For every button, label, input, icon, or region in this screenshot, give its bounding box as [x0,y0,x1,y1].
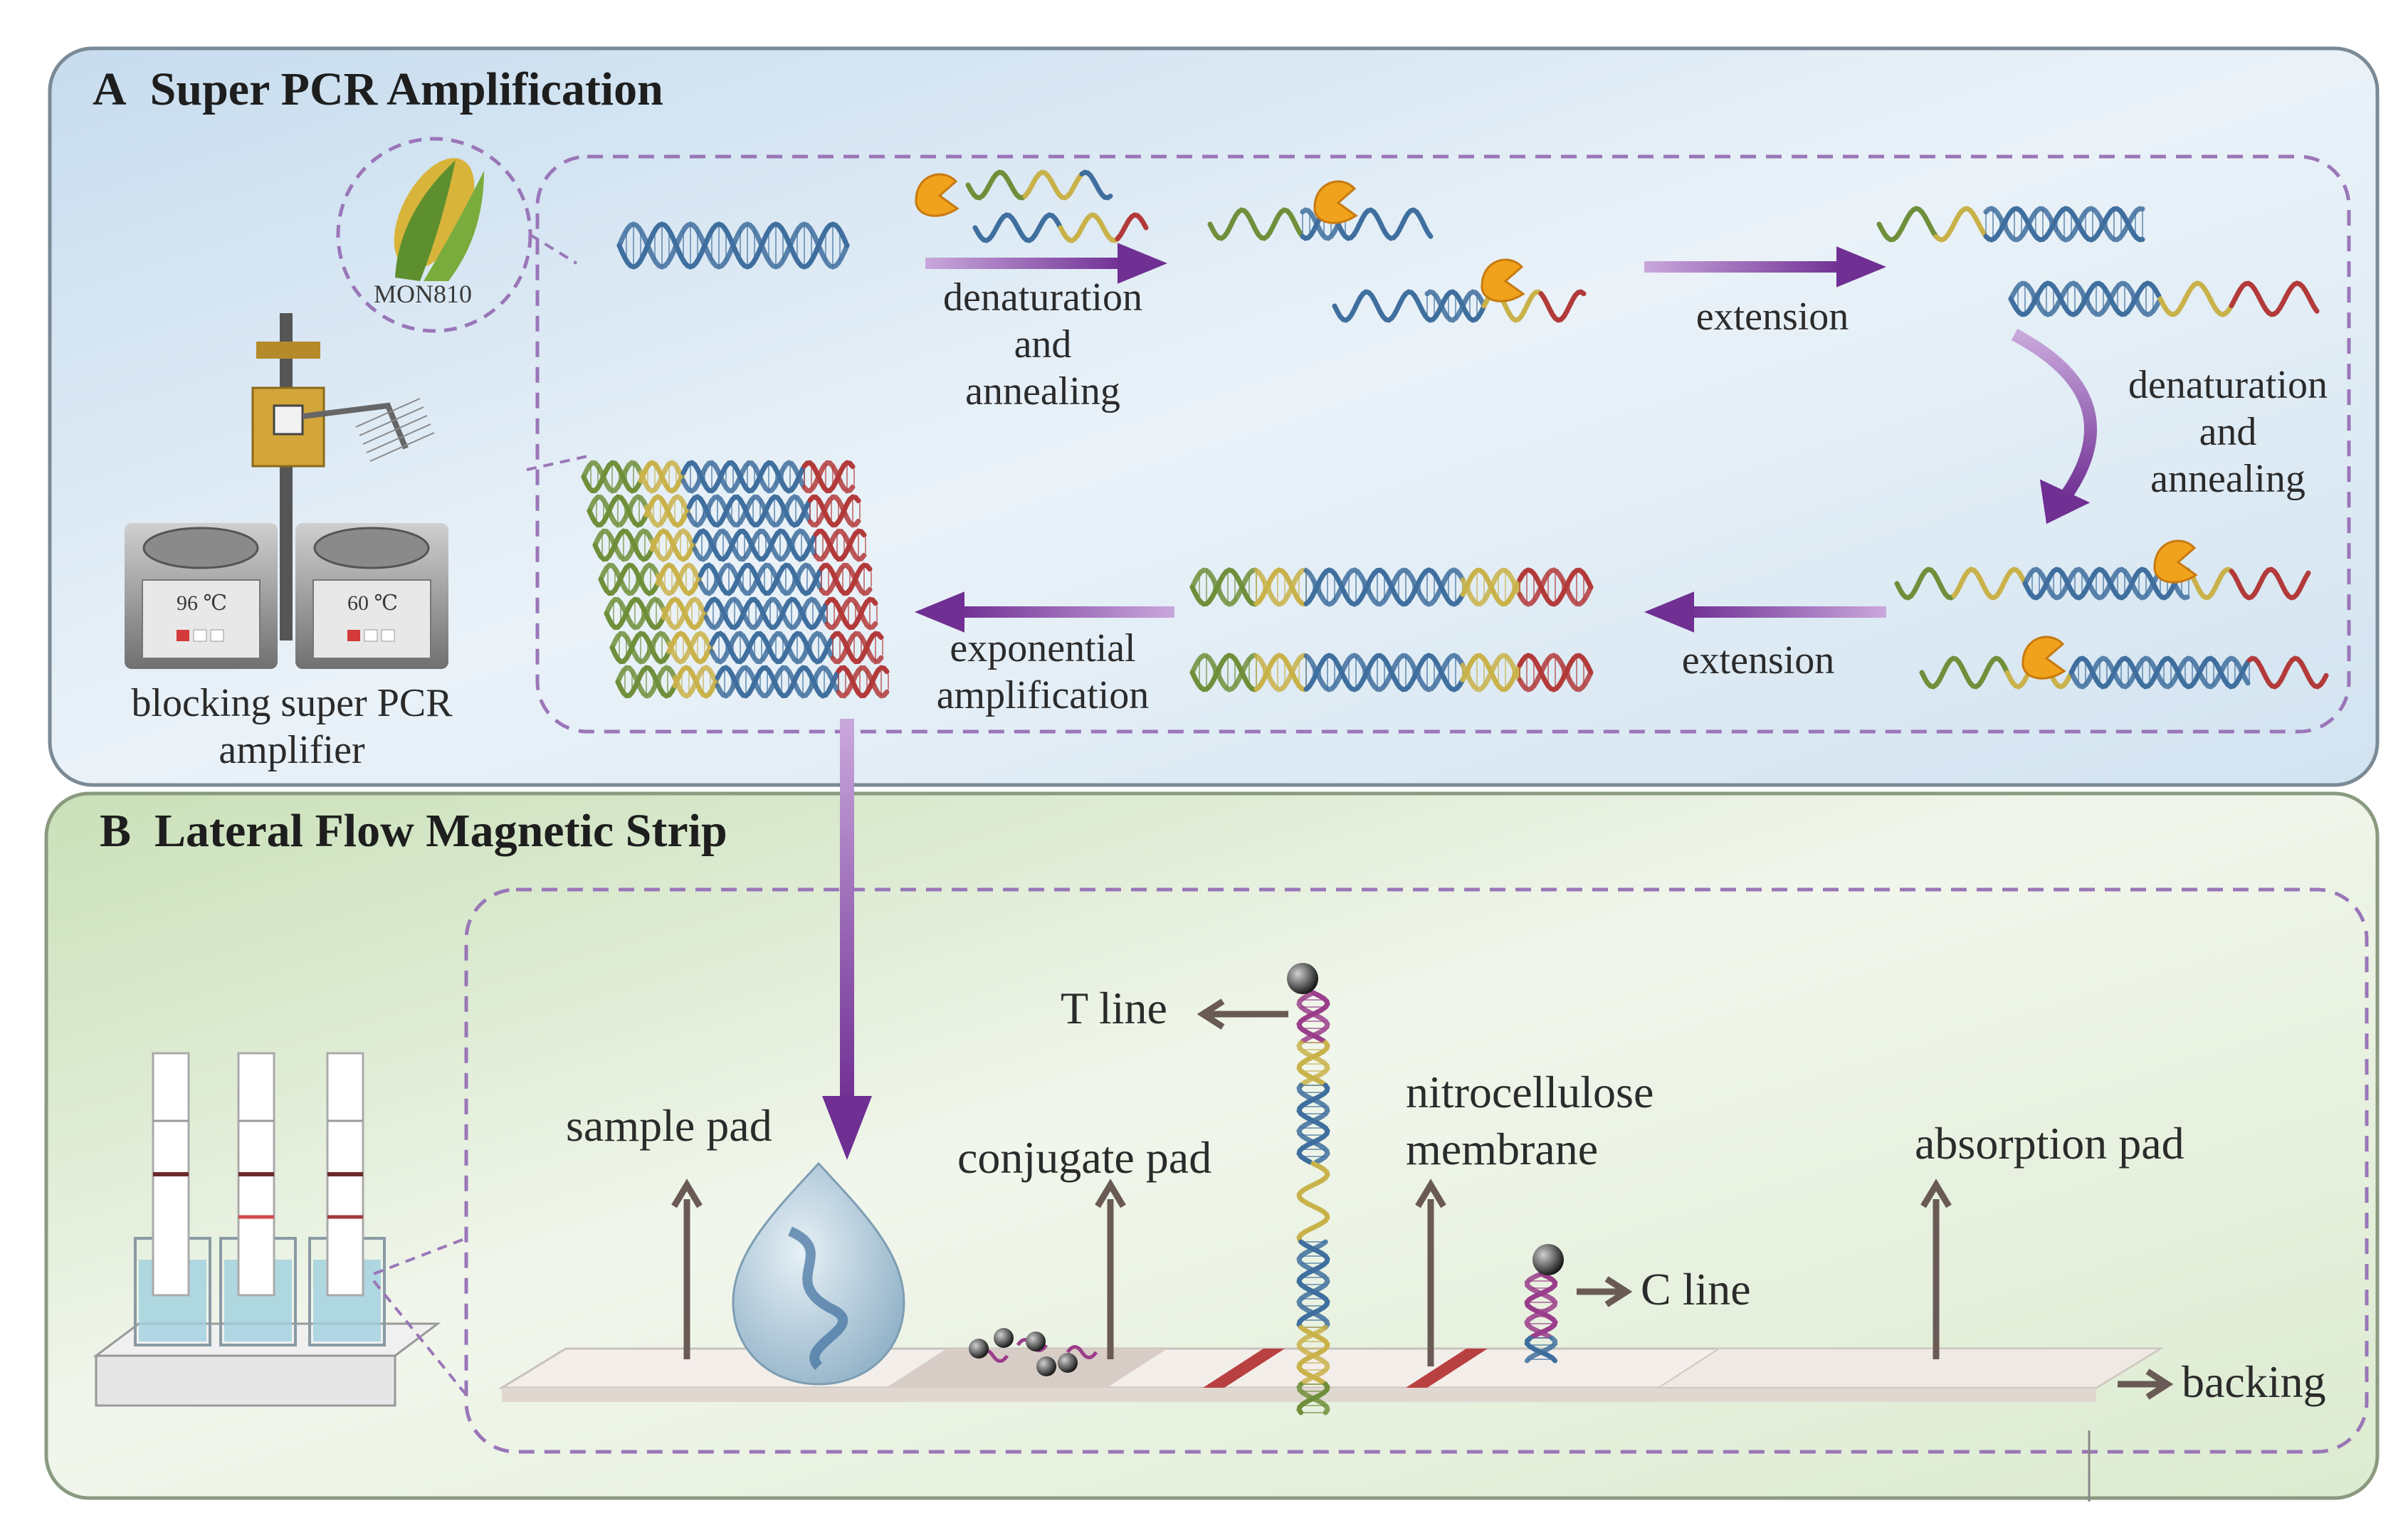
nitrocellulose-arrow [1415,1179,1446,1366]
panel-a-title: A Super PCR Amplification [93,63,663,117]
panel-a-dashed-frame [535,154,2351,734]
conjugate-pad-arrow [1095,1179,1126,1359]
sample-pad-arrow [671,1179,703,1359]
device-label-line: blocking super PCR [131,681,453,725]
polymerase-icon [2153,539,2198,584]
amplified-dna-icon [592,528,867,562]
extended-strand-icon [1876,206,2145,243]
polymerase-icon [1313,180,1358,224]
step-extension-2: extension [1681,638,1835,682]
annealed-strand-icon [1332,289,1587,323]
backing-arrow [2118,1369,2174,1400]
absorption-pad-region [1656,1348,2163,1388]
c-line-mark [1406,1349,1488,1388]
callout-line [529,233,578,265]
primer-strand-icon [965,169,1113,201]
pcr-amplifier-icon [125,313,448,669]
callout-line [372,1280,468,1396]
t-line-magnetic-bead [1287,963,1318,994]
panel-b-dashed-frame [464,887,2369,1454]
panel-b-title: B Lateral Flow Magnetic Strip [100,804,727,858]
t-line-dna-probe-icon [1296,990,1330,1416]
c-line-helix [1524,1271,1558,1364]
conjugate-pad-label: conjugate pad [957,1132,1212,1183]
polymerase-icon [2021,636,2066,680]
arrow-denaturation-1 [925,243,1167,284]
extended-strand-icon [2008,280,2320,317]
template-dna-icon [616,221,850,270]
arrow-denaturation-2 [2011,329,2097,524]
step-line: denaturation [943,275,1142,320]
lateral-flow-strip [498,1347,2165,1402]
step-line: amplification [936,673,1150,717]
primer-strand-icon [972,212,1149,243]
callout-line [526,454,592,471]
arrow-extension-1 [1644,246,1886,288]
arrow-extension-2 [1644,591,1886,633]
panel-b-title-text: Lateral Flow Magnetic Strip [154,805,727,857]
duplex-dna-icon [1189,653,1594,692]
amplified-dna-icon [604,596,878,631]
step-line: annealing [2150,457,2306,501]
test-tube [308,1052,386,1346]
panel-b-background [44,791,2380,1500]
test-tube-rack-icon [93,1052,441,1407]
step-line: denaturation [2128,363,2328,407]
c-line-label: C line [1641,1264,1751,1314]
conjugate-pad-region [886,1349,1167,1388]
nitro-line: nitrocellulose [1406,1067,1654,1117]
test-tube [134,1052,211,1346]
sample-label: MON810 [374,280,473,308]
step-exponential: exponential amplification [893,625,1192,719]
step-denaturation-1: denaturation and annealing [893,274,1192,415]
transfer-arrow [822,719,872,1160]
sample-pad-label: sample pad [566,1100,772,1151]
panel-a-title-text: Super PCR Amplification [149,63,663,115]
backing-label: backing [2182,1356,2326,1407]
panel-a-letter: A [93,63,127,115]
polymerase-icon [1481,258,1525,302]
amplified-dna-icon [609,631,884,665]
nitro-line: membrane [1406,1124,1599,1174]
amplified-dna-icon [615,665,890,699]
c-line-dna-probe-icon [1524,1271,1558,1364]
step-line: and [1014,322,1072,367]
cycle-strand-icon [1919,655,2329,690]
step-extension-1: extension [1695,295,1849,339]
step-denaturation-2: denaturation and annealing [2086,362,2370,502]
t-line-label: T line [1061,983,1167,1033]
nitrocellulose-label: nitrocellulose membrane [1406,1064,1653,1178]
amplified-dna-icon [581,460,856,494]
duplex-dna-icon [1189,567,1594,607]
device-label: blocking super PCR amplifier [100,680,484,774]
corn-icon [394,158,484,281]
magnetic-beads-icon [969,1328,1098,1376]
temp-left-readout: 96 ℃ [177,591,228,615]
sample-droplet-icon [732,1161,905,1386]
device-label-line: amplifier [219,728,365,772]
cycle-strand-icon [1894,566,2311,601]
amplified-dna-icon [587,494,861,528]
t-line-mark [1203,1349,1285,1388]
absorption-pad-arrow [1920,1179,1952,1359]
c-line-magnetic-bead [1532,1244,1564,1275]
absorption-pad-label: absorption pad [1915,1118,2184,1169]
polymerase-icon [915,173,959,217]
arrow-exponential [915,591,1174,633]
amplified-dna-icon [598,562,873,596]
temp-right-readout: 60 ℃ [347,591,399,615]
test-tube [219,1052,297,1346]
panel-b-letter: B [100,805,132,857]
step-line: exponential [950,626,1136,670]
step-line: annealing [965,369,1120,413]
t-line-helix [1296,990,1330,1416]
t-line-arrow [1197,998,1288,1030]
step-line: and [2199,410,2257,454]
c-line-arrow [1577,1276,1633,1307]
